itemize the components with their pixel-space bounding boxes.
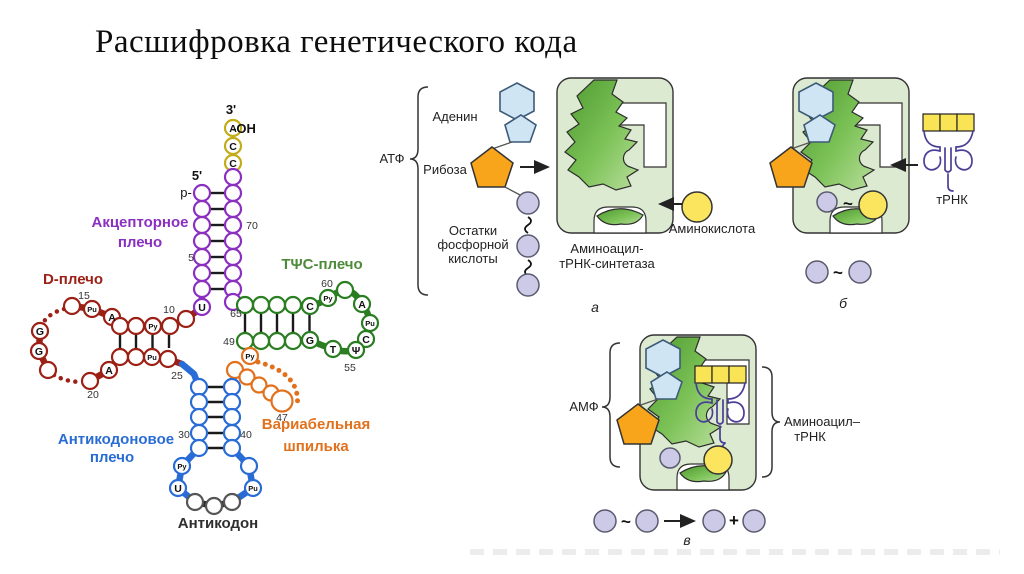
svg-text:49: 49 bbox=[223, 336, 235, 348]
variable-loop-nucleotides bbox=[225, 346, 294, 413]
amino-acid-label: Аминокислота bbox=[669, 221, 756, 236]
enzyme-label-2: тРНК-синтетаза bbox=[559, 256, 655, 271]
phosphate-label-2: фосфорной bbox=[437, 237, 508, 252]
svg-text:D-плечо: D-плечо bbox=[43, 271, 103, 288]
acceptor-arm-nucleotides bbox=[192, 118, 243, 317]
svg-text:U: U bbox=[198, 302, 206, 314]
trna-label: тРНК bbox=[936, 192, 968, 207]
adenine-label: Аденин bbox=[432, 109, 477, 124]
svg-text:Ψ: Ψ bbox=[352, 345, 361, 357]
aminoacyl-trna-label-1: Аминоацил– bbox=[784, 414, 861, 429]
d-arm-nucleotides bbox=[29, 296, 196, 391]
phosphate-chain bbox=[516, 191, 540, 297]
svg-text:Pu: Pu bbox=[147, 353, 157, 362]
svg-text:C: C bbox=[362, 334, 370, 346]
svg-text:C: C bbox=[229, 141, 237, 153]
svg-text:U: U bbox=[174, 483, 182, 495]
svg-text:p-: p- bbox=[180, 185, 192, 200]
svg-text:C: C bbox=[229, 158, 237, 170]
svg-text:Акцепторное: Акцепторное bbox=[91, 214, 188, 231]
svg-text:Py: Py bbox=[177, 462, 187, 471]
three-prime-label: 3' bbox=[226, 102, 236, 117]
svg-text:G: G bbox=[306, 335, 314, 347]
position-numbers: 5' p- 70 5 15 10 20 25 65 49 60 55 30 40… bbox=[78, 168, 356, 441]
svg-text:T: T bbox=[330, 344, 337, 356]
svg-text:Вариабельная: Вариабельная bbox=[262, 416, 370, 433]
svg-text:20: 20 bbox=[87, 389, 99, 401]
svg-text:A: A bbox=[108, 312, 116, 324]
svg-text:C: C bbox=[306, 301, 314, 313]
synthetase-panels-diagram: АТФ Аденин Рибоза Остатки фосфорной кисл… bbox=[379, 77, 975, 548]
svg-text:G: G bbox=[35, 346, 43, 358]
svg-text:15: 15 bbox=[78, 290, 90, 302]
svg-text:10: 10 bbox=[163, 304, 175, 316]
svg-text:~: ~ bbox=[621, 512, 631, 531]
svg-text:+: + bbox=[729, 511, 739, 530]
svg-text:A: A bbox=[358, 299, 366, 311]
arm-labels: Акцепторное плечо D-плечо ТΨС-плечо Анти… bbox=[43, 214, 370, 532]
phosphate-label-1: Остатки bbox=[449, 223, 497, 238]
panel-a: АТФ Аденин Рибоза Остатки фосфорной кисл… bbox=[379, 77, 756, 315]
panel-b-caption: б bbox=[839, 295, 848, 311]
svg-text:5': 5' bbox=[192, 168, 202, 183]
svg-text:47: 47 bbox=[276, 412, 288, 424]
svg-text:70: 70 bbox=[246, 220, 258, 232]
svg-text:25: 25 bbox=[171, 370, 183, 382]
svg-text:Pu: Pu bbox=[365, 319, 375, 328]
panel-v: АМФ Аминоацил– тРНК ~ + в bbox=[569, 334, 861, 548]
svg-text:40: 40 bbox=[240, 429, 252, 441]
svg-text:плечо: плечо bbox=[118, 234, 162, 251]
svg-text:Антикодоновое: Антикодоновое bbox=[58, 431, 174, 448]
svg-text:Pu: Pu bbox=[248, 484, 258, 493]
ribose-label: Рибоза bbox=[423, 162, 467, 177]
trna-schematic bbox=[922, 113, 975, 192]
svg-text:ТΨС-плечо: ТΨС-плечо bbox=[281, 256, 362, 273]
base-pair-rungs bbox=[118, 191, 311, 450]
svg-text:65: 65 bbox=[230, 308, 242, 320]
svg-text:Pu: Pu bbox=[87, 305, 97, 314]
base-letters: A C C U Pu A Py Pu G G A C Py A Pu C Ψ T… bbox=[35, 123, 375, 495]
atp-label: АТФ bbox=[379, 151, 404, 166]
svg-text:60: 60 bbox=[321, 278, 333, 290]
panel-v-caption: в bbox=[683, 532, 690, 548]
slide-title: Расшифровка генетического кода bbox=[95, 24, 578, 60]
amino-acid-circle bbox=[703, 445, 733, 475]
svg-text:Антикодон: Антикодон bbox=[178, 515, 258, 532]
enzyme-label-1: Аминоацил- bbox=[570, 241, 643, 256]
amino-acid-circle bbox=[858, 190, 888, 220]
oh-label: -OH bbox=[232, 121, 256, 136]
faint-caption-strip bbox=[470, 549, 1000, 555]
svg-text:Py: Py bbox=[148, 322, 158, 331]
panel-a-caption: а bbox=[591, 299, 599, 315]
svg-text:шпилька: шпилька bbox=[283, 438, 349, 455]
svg-text:~: ~ bbox=[843, 194, 853, 213]
trna-cloverleaf-diagram: A C C U Pu A Py Pu G G A C Py A Pu C Ψ T… bbox=[29, 102, 380, 532]
phosphate-label-3: кислоты bbox=[448, 251, 497, 266]
svg-text:A: A bbox=[105, 365, 113, 377]
panel-b: ~ тРНК ~ б bbox=[769, 77, 975, 311]
svg-text:Py: Py bbox=[245, 352, 255, 361]
svg-text:A: A bbox=[229, 123, 237, 135]
pyrophosphate-hydrolysis: ~ + bbox=[593, 509, 766, 533]
aminoacyl-trna-label-2: тРНК bbox=[794, 429, 826, 444]
anticodon-arm-nucleotides bbox=[168, 377, 263, 516]
amp-label: АМФ bbox=[569, 399, 598, 414]
svg-text:5: 5 bbox=[188, 252, 194, 264]
pyrophosphate: ~ bbox=[805, 260, 872, 284]
svg-text:~: ~ bbox=[833, 263, 843, 282]
svg-text:плечо: плечо bbox=[90, 449, 134, 466]
svg-text:30: 30 bbox=[178, 429, 190, 441]
svg-text:Py: Py bbox=[323, 294, 333, 303]
amino-acid-circle bbox=[681, 191, 713, 223]
tpsic-arm-nucleotides bbox=[235, 280, 380, 360]
svg-text:G: G bbox=[36, 326, 44, 338]
svg-text:55: 55 bbox=[344, 362, 356, 374]
